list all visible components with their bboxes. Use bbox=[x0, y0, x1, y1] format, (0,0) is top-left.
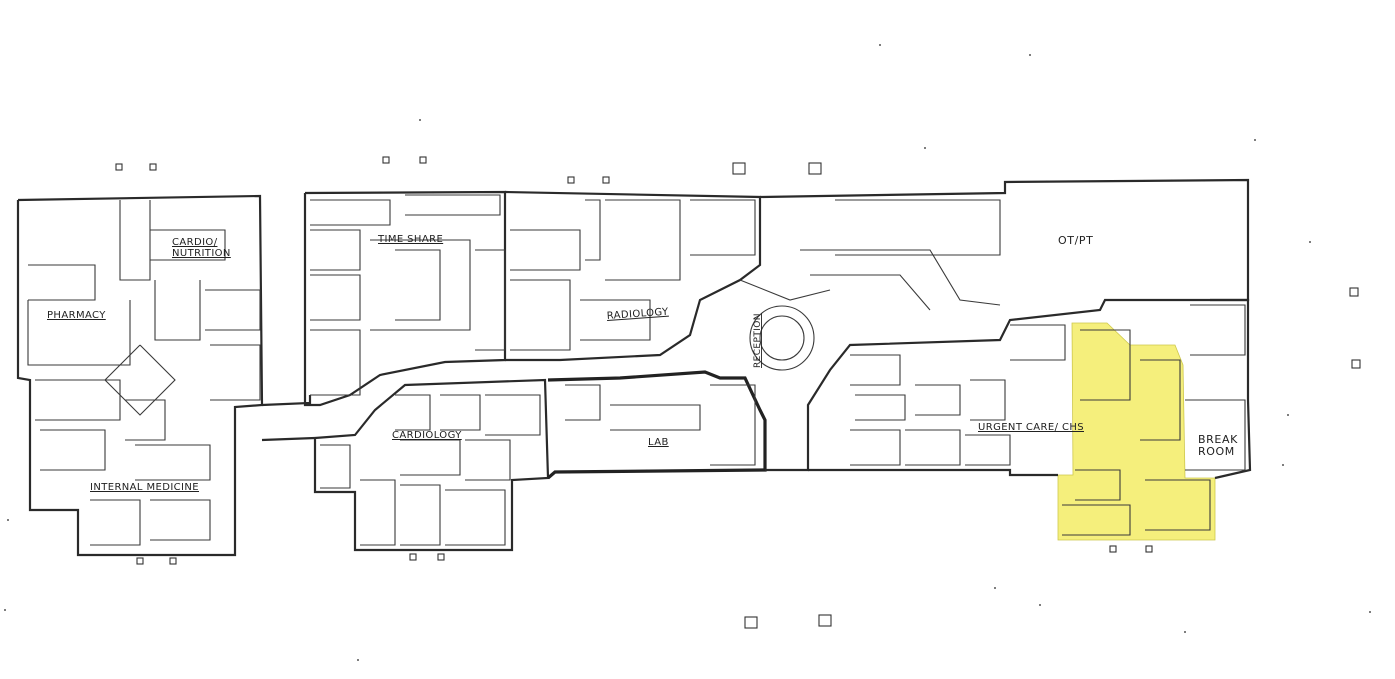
highlighted-suite bbox=[1057, 322, 1216, 541]
left-wing-walls bbox=[16, 194, 264, 557]
center-left-walls bbox=[303, 190, 507, 407]
urgent-care-walls bbox=[765, 298, 1252, 536]
label-lab: LAB bbox=[648, 437, 669, 448]
scan-specks bbox=[4, 44, 1371, 661]
label-ot-pt: OT/PT bbox=[1058, 234, 1093, 247]
label-reception: RECEPTION bbox=[753, 313, 763, 368]
label-break-room-1: BREAK bbox=[1198, 433, 1238, 446]
label-cardiology: CARDIOLOGY bbox=[392, 430, 462, 441]
radiology-walls bbox=[504, 190, 762, 362]
cardiology-walls bbox=[313, 378, 550, 552]
room-labels: PHARMACY CARDIO/ NUTRITION TIME SHARE RA… bbox=[47, 234, 1238, 493]
connector-corridor bbox=[261, 395, 316, 442]
label-internal-medicine: INTERNAL MEDICINE bbox=[90, 482, 199, 493]
label-cardio-nutrition-2: NUTRITION bbox=[172, 248, 231, 259]
column-markers bbox=[115, 156, 1361, 629]
lab-walls bbox=[546, 370, 767, 480]
label-cardio-nutrition-1: CARDIO/ bbox=[172, 237, 218, 248]
label-pharmacy: PHARMACY bbox=[47, 310, 106, 321]
reception-area bbox=[739, 178, 1250, 371]
label-break-room-2: ROOM bbox=[1198, 445, 1235, 458]
label-radiology: RADIOLOGY bbox=[606, 307, 669, 322]
label-time-share: TIME SHARE bbox=[377, 234, 443, 245]
label-urgent-care: URGENT CARE/ CHS bbox=[978, 422, 1084, 433]
